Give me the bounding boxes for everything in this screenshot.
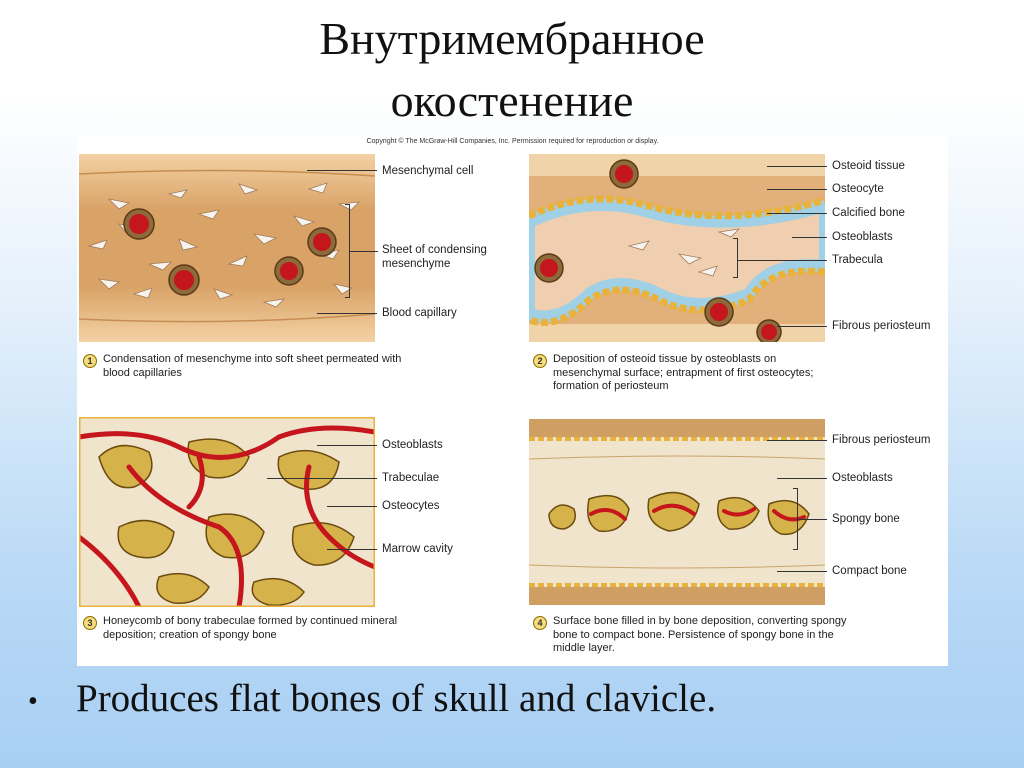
caption-panel4: Surface bone filled in by bone depositio… xyxy=(553,615,847,654)
panel3-illustration xyxy=(79,417,375,607)
leader-line xyxy=(267,478,377,479)
panel2-illustration xyxy=(529,154,825,342)
leader-line xyxy=(350,251,378,252)
label-osteoblasts-3: Osteoblasts xyxy=(382,439,443,451)
panel1-illustration xyxy=(79,154,375,342)
step-badge-3: 3 xyxy=(83,616,97,630)
label-bracket xyxy=(345,204,350,298)
leader-line xyxy=(767,166,827,167)
label-sheet-condensing: Sheet of condensing mesenchyme xyxy=(382,243,522,271)
step-badge-2: 2 xyxy=(533,354,547,368)
label-mesenchymal-cell: Mesenchymal cell xyxy=(382,165,474,177)
label-bracket xyxy=(733,238,738,278)
copyright-notice: Copyright © The McGraw-Hill Companies, I… xyxy=(366,138,659,145)
leader-line xyxy=(767,440,827,441)
caption-panel2: Deposition of osteoid tissue by osteobla… xyxy=(553,353,814,392)
label-osteocytes: Osteocytes xyxy=(382,500,440,512)
label-blood-capillary: Blood capillary xyxy=(382,307,457,319)
leader-line xyxy=(327,506,377,507)
label-trabeculae: Trabeculae xyxy=(382,472,440,484)
leader-line xyxy=(777,478,827,479)
label-osteoblasts-4: Osteoblasts xyxy=(832,472,893,484)
leader-line xyxy=(798,519,827,520)
label-calcified-bone: Calcified bone xyxy=(832,207,905,219)
caption-panel1: Condensation of mesenchyme into soft she… xyxy=(103,353,402,379)
leader-line xyxy=(307,170,377,171)
title-line-2: окостенение xyxy=(390,75,634,126)
label-compact-bone: Compact bone xyxy=(832,565,907,577)
leader-line xyxy=(327,549,377,550)
ossification-figure: Copyright © The McGraw-Hill Companies, I… xyxy=(77,136,948,666)
leader-line xyxy=(777,326,827,327)
bullet-dot-icon: • xyxy=(28,686,38,718)
title-line-1: Внутримембранное xyxy=(319,13,705,64)
leader-line xyxy=(792,237,827,238)
label-spongy-bone: Spongy bone xyxy=(832,513,900,525)
bullet-item: • Produces flat bones of skull and clavic… xyxy=(28,672,1008,729)
step-badge-1: 1 xyxy=(83,354,97,368)
label-sheet-condensing-text: Sheet of condensing mesenchyme xyxy=(382,244,487,270)
leader-line xyxy=(738,260,827,261)
bullet-text: Produces flat bones of skull and clavicl… xyxy=(76,677,717,720)
label-osteoblasts: Osteoblasts xyxy=(832,231,893,243)
label-fibrous-periosteum-4: Fibrous periosteum xyxy=(832,434,931,446)
leader-line xyxy=(767,213,827,214)
label-osteocyte: Osteocyte xyxy=(832,183,884,195)
panel4-illustration xyxy=(529,419,825,605)
leader-line xyxy=(777,571,827,572)
leader-line xyxy=(767,189,827,190)
label-bracket xyxy=(793,488,798,550)
label-trabecula: Trabecula xyxy=(832,254,883,266)
label-fibrous-periosteum: Fibrous periosteum xyxy=(832,320,931,332)
slide-title: Внутримембранное окостенение xyxy=(0,8,1024,132)
leader-line xyxy=(317,313,377,314)
label-osteoid-tissue: Osteoid tissue xyxy=(832,160,905,172)
label-marrow-cavity: Marrow cavity xyxy=(382,543,453,555)
leader-line xyxy=(317,445,377,446)
step-badge-4: 4 xyxy=(533,616,547,630)
caption-panel3: Honeycomb of bony trabeculae formed by c… xyxy=(103,615,398,641)
